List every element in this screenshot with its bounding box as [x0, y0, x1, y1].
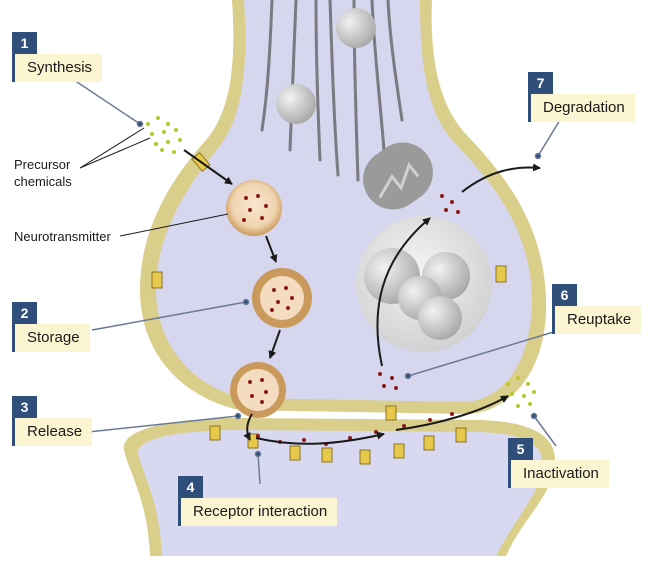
precursor-annotation: Precursor chemicals: [14, 156, 72, 190]
neurotransmitter-annotation: Neurotransmitter: [14, 229, 111, 244]
ion-channels: [151, 151, 507, 465]
mitochondrion: [363, 142, 433, 210]
microtubules: [260, 0, 404, 182]
precursor-line-2: chemicals: [14, 174, 72, 189]
step-label: Receptor interaction: [178, 498, 338, 526]
step-number: 7: [528, 72, 553, 94]
vesicle-storage: [252, 268, 312, 328]
step-number: 2: [12, 302, 37, 324]
precursor-dots: [146, 116, 536, 408]
precursor-line-1: Precursor: [14, 157, 71, 172]
vesicle-release: [230, 362, 286, 418]
step-label: Synthesis: [12, 54, 103, 82]
step-number: 1: [12, 32, 37, 54]
step-number: 5: [508, 438, 533, 460]
step-number: 4: [178, 476, 203, 498]
step-label: Release: [12, 418, 93, 446]
step-number: 6: [552, 284, 577, 306]
step-label: Inactivation: [508, 460, 609, 488]
step-label: Storage: [12, 324, 90, 352]
step-label: Degradation: [528, 94, 635, 122]
vesicle-spheres-top: [276, 8, 376, 124]
step-label: Reuptake: [552, 306, 642, 334]
vesicle-synthesis: [226, 180, 282, 236]
step-number: 3: [12, 396, 37, 418]
leader-lines: [73, 79, 561, 485]
pathway-arrows: [183, 149, 541, 445]
vesicle-cluster: [356, 216, 492, 352]
